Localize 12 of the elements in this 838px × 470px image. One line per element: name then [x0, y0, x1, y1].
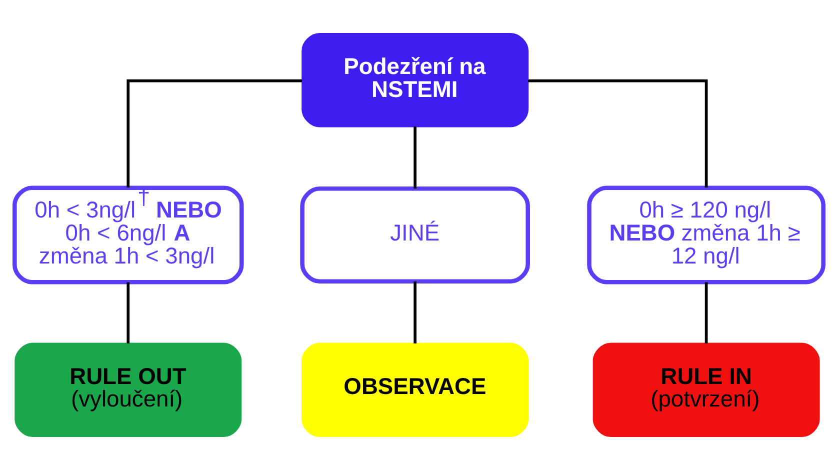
- node-box: OBSERVACE: [302, 342, 529, 437]
- connector: [414, 281, 416, 344]
- node-box: Podezření na NSTEMI: [302, 33, 529, 128]
- connector: [414, 126, 416, 189]
- connector: [704, 282, 708, 344]
- connector: [528, 79, 708, 188]
- node-box: RULE IN (potvrzení): [592, 342, 820, 437]
- connector: [126, 282, 130, 344]
- node-box: JINÉ: [300, 186, 530, 284]
- node-box: RULE OUT (vyloučení): [14, 342, 242, 437]
- node-box: 0h ≥ 120 ng/l NEBO změna 1h ≥ 12 ng/l: [587, 186, 826, 284]
- connector: [126, 79, 302, 188]
